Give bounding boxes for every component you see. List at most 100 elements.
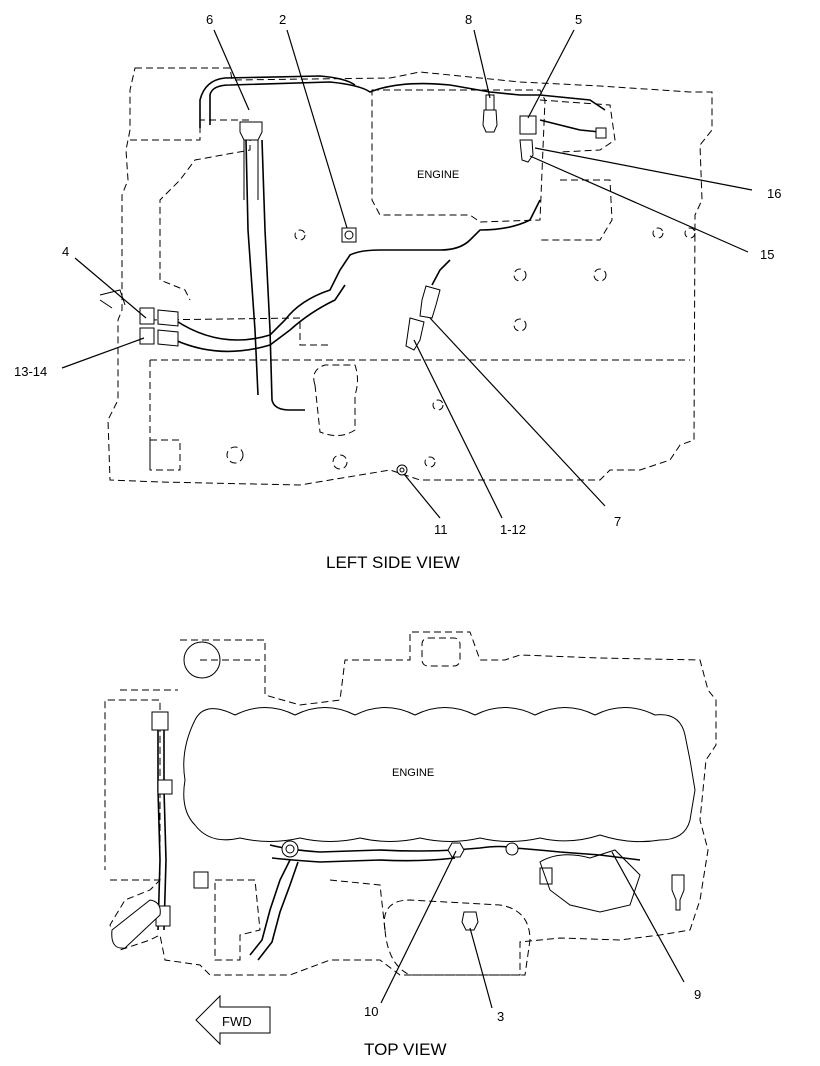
sensor-2 bbox=[341, 227, 357, 243]
left-side-view: ENGINE 6 2 8 5 16 15 4 13-14 11 1-12 7 L… bbox=[14, 12, 781, 572]
engine-label-side: ENGINE bbox=[417, 169, 459, 181]
callout-2: 2 bbox=[279, 12, 286, 27]
bracket-left bbox=[99, 289, 126, 309]
bolt-boss-a bbox=[226, 446, 244, 464]
engine-label-top: ENGINE bbox=[392, 767, 434, 779]
callout-1-12: 1-12 bbox=[500, 522, 526, 537]
engine-rail bbox=[149, 317, 330, 346]
top-harness-down-2 bbox=[257, 861, 299, 961]
engine-block-outline bbox=[107, 67, 713, 486]
top-harness bbox=[209, 81, 606, 125]
sensor-5 bbox=[519, 115, 537, 135]
connector-hex-10 bbox=[447, 842, 465, 858]
top-harness-2 bbox=[199, 75, 356, 128]
leader-8 bbox=[473, 29, 491, 99]
callout-10: 10 bbox=[364, 1004, 378, 1019]
top-block-left bbox=[157, 779, 173, 795]
leader-1-12 bbox=[413, 339, 503, 519]
sensor-8 bbox=[482, 109, 498, 133]
sensor-3 bbox=[461, 911, 479, 931]
callout-15: 15 bbox=[760, 247, 774, 262]
sensor-15 bbox=[519, 139, 534, 163]
callout-3: 3 bbox=[497, 1009, 504, 1024]
tube-vertical bbox=[261, 139, 305, 411]
callout-5: 5 bbox=[575, 12, 582, 27]
callout-7: 7 bbox=[614, 514, 621, 529]
connector-13-14 bbox=[139, 327, 155, 345]
oil-pan-shape bbox=[313, 364, 358, 436]
fwd-arrow-icon bbox=[195, 994, 271, 1046]
harness-right bbox=[539, 119, 601, 133]
top-engine-core bbox=[183, 707, 696, 843]
bolt-boss-b bbox=[332, 454, 348, 470]
connector-16 bbox=[595, 127, 607, 139]
top-view-title: TOP VIEW bbox=[364, 1040, 447, 1059]
bolt-boss-c bbox=[513, 268, 527, 282]
connector-plug-a bbox=[157, 309, 179, 327]
leader-4 bbox=[74, 257, 147, 319]
callout-9: 9 bbox=[694, 987, 701, 1002]
connector-round-2 bbox=[505, 842, 519, 856]
top-harness-down bbox=[249, 859, 291, 956]
exhaust-manifold bbox=[539, 849, 641, 913]
side-fitting bbox=[539, 867, 553, 885]
drain-plug-11-inner bbox=[399, 467, 405, 473]
connector-4 bbox=[139, 307, 155, 325]
drain-plug-11 bbox=[396, 464, 408, 476]
sensor-8-top bbox=[485, 94, 495, 111]
side-port-a bbox=[149, 439, 181, 471]
sensor-7 bbox=[419, 285, 441, 319]
manifold-region bbox=[130, 119, 251, 301]
cylinder-left bbox=[111, 899, 161, 949]
top-harness-2 bbox=[271, 857, 456, 863]
right-bolt bbox=[671, 874, 685, 911]
callout-16: 16 bbox=[767, 186, 781, 201]
leader-11 bbox=[403, 473, 441, 519]
callout-8: 8 bbox=[465, 12, 472, 27]
top-engine-outline bbox=[104, 631, 717, 976]
bolt-boss-g bbox=[424, 456, 436, 468]
left-side-view-title: LEFT SIDE VIEW bbox=[326, 553, 460, 572]
top-side-frame bbox=[108, 659, 260, 881]
left-tube bbox=[157, 730, 161, 931]
sensor-1-12 bbox=[405, 317, 425, 351]
callout-6: 6 bbox=[206, 12, 213, 27]
intake-port bbox=[421, 637, 461, 667]
leader-7 bbox=[429, 317, 606, 507]
leader-2 bbox=[286, 29, 348, 229]
top-view: ENGINE 10 3 9 FWD TOP VIEW bbox=[104, 631, 717, 1059]
bolt-boss-h bbox=[294, 229, 306, 241]
engine-lower-edge bbox=[149, 359, 690, 470]
sensor-7-lead bbox=[431, 259, 451, 286]
leader-13-14 bbox=[61, 337, 145, 369]
left-bracket-top bbox=[193, 871, 209, 889]
manifold-lines bbox=[539, 99, 616, 241]
bolt-boss-f bbox=[432, 399, 444, 411]
connector-round bbox=[281, 840, 299, 858]
oil-filler-neck bbox=[243, 140, 259, 200]
leader-6 bbox=[213, 29, 250, 111]
lower-housing bbox=[383, 899, 531, 976]
callout-13-14: 13-14 bbox=[14, 364, 47, 379]
connector-plug-b bbox=[157, 329, 179, 347]
bolt-boss-d bbox=[513, 318, 527, 332]
leader-9 bbox=[611, 851, 685, 983]
top-pulley bbox=[183, 641, 221, 679]
leader-3 bbox=[469, 927, 493, 1009]
bolt-boss-j bbox=[652, 227, 664, 239]
leader-16 bbox=[534, 147, 753, 191]
oil-filler-cap bbox=[239, 121, 263, 141]
bolt-boss-i bbox=[684, 227, 696, 239]
leader-5 bbox=[527, 29, 575, 119]
sensor-harness-left bbox=[174, 199, 541, 341]
leader-10 bbox=[380, 850, 457, 1004]
top-harness-main bbox=[269, 844, 641, 861]
left-tube-2 bbox=[163, 730, 167, 931]
sensor-2-center bbox=[344, 230, 354, 240]
callout-4: 4 bbox=[62, 244, 69, 259]
fwd-label: FWD bbox=[222, 1014, 252, 1029]
connector-round-inner bbox=[285, 844, 295, 854]
valve-cover bbox=[371, 89, 546, 223]
tube-vertical-2 bbox=[245, 139, 259, 396]
